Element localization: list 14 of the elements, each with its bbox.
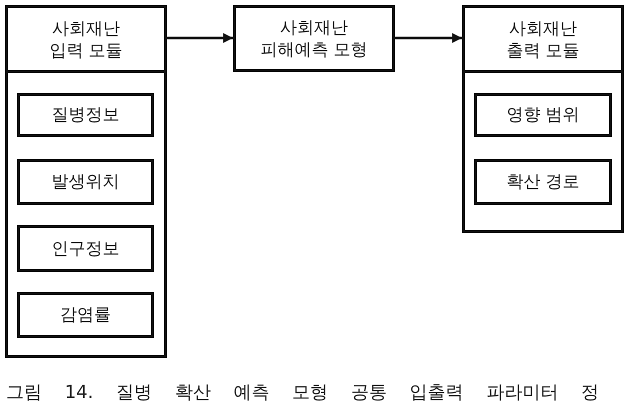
- parameter-box: 인구정보: [17, 225, 154, 272]
- parameter-box: 확산 경로: [474, 159, 612, 205]
- parameter-box: 발생위치: [17, 159, 154, 205]
- module-title: 사회재난 출력 모듈: [505, 18, 581, 62]
- model-box: 사회재난 피해예측 모형: [233, 5, 395, 72]
- parameter-box: 영향 범위: [474, 93, 612, 137]
- arrow: [167, 33, 233, 43]
- figure-caption: 그림 14. 질병 확산 예측 모형 공통 입출력 파라미터 정: [6, 383, 600, 403]
- module-box: [462, 5, 624, 233]
- parameter-box: 감염률: [17, 292, 154, 338]
- module-box: [5, 5, 167, 358]
- parameter-box: 질병정보: [17, 93, 154, 137]
- module-title: 사회재난 입력 모듈: [48, 18, 124, 62]
- arrow: [395, 33, 462, 43]
